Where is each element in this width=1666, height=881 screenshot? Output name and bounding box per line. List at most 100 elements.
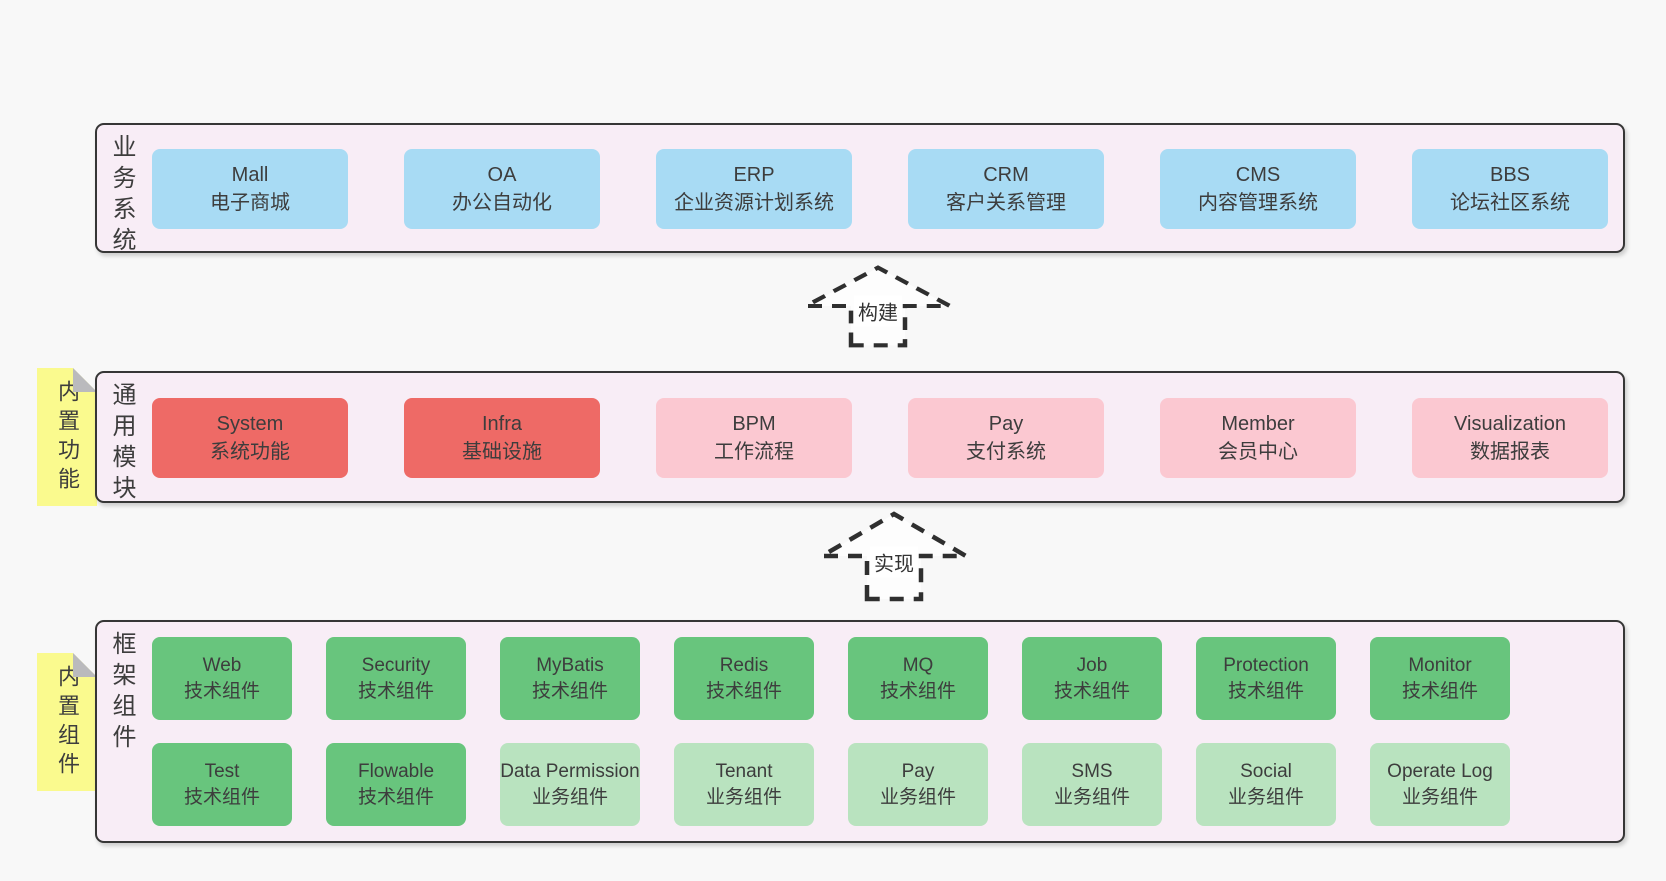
box-test-title: Test	[204, 760, 240, 782]
box-security-title: Security	[361, 654, 431, 676]
box-visualization-title: Visualization	[1454, 413, 1566, 435]
box-mall: Mall 电子商城	[152, 149, 348, 229]
band-business-systems-label: 业务系统	[108, 134, 135, 258]
box-bbs-subtitle: 论坛社区系统	[1450, 192, 1570, 214]
box-monitor-subtitle: 技术组件	[1401, 680, 1478, 702]
box-infra: Infra 基础设施	[404, 398, 600, 478]
business-systems-row: Mall 电子商城 OA 办公自动化 ERP 企业资源计划系统 CRM 客户关系…	[152, 149, 1608, 229]
box-erp-title: ERP	[733, 164, 775, 186]
box-operate-log: Operate Log 业务组件	[1370, 743, 1510, 826]
box-infra-subtitle: 基础设施	[462, 441, 542, 463]
box-crm-title: CRM	[983, 164, 1029, 186]
box-test-subtitle: 技术组件	[183, 786, 260, 808]
box-cms: CMS 内容管理系统	[1160, 149, 1356, 229]
framework-components-row-1: Web 技术组件 Security 技术组件 MyBatis 技术组件 Redi…	[152, 637, 1510, 720]
note-built-in-features-label: 内置功能	[55, 380, 80, 496]
box-pay-module: Pay 支付系统	[908, 398, 1104, 478]
note-fold-icon	[73, 368, 97, 392]
box-bbs: BBS 论坛社区系统	[1412, 149, 1608, 229]
arrow-implement-label: 实现	[870, 546, 918, 578]
box-infra-title: Infra	[481, 413, 523, 435]
box-visualization: Visualization 数据报表	[1412, 398, 1608, 478]
box-cms-subtitle: 内容管理系统	[1198, 192, 1318, 214]
box-mq: MQ 技术组件	[848, 637, 988, 720]
box-redis: Redis 技术组件	[674, 637, 814, 720]
box-crm: CRM 客户关系管理	[908, 149, 1104, 229]
box-web-title: Web	[202, 654, 242, 676]
box-job-title: Job	[1076, 654, 1108, 676]
box-mybatis-subtitle: 技术组件	[531, 680, 608, 702]
box-sms-title: SMS	[1071, 760, 1113, 782]
box-operate-log-title: Operate Log	[1387, 760, 1493, 782]
box-tenant: Tenant 业务组件	[674, 743, 814, 826]
box-bpm-subtitle: 工作流程	[714, 441, 794, 463]
box-flowable-title: Flowable	[357, 760, 435, 782]
box-oa: OA 办公自动化	[404, 149, 600, 229]
box-mall-title: Mall	[231, 164, 269, 186]
box-member-title: Member	[1221, 413, 1295, 435]
box-security: Security 技术组件	[326, 637, 466, 720]
box-erp-subtitle: 企业资源计划系统	[674, 192, 834, 214]
arrow-build-label: 构建	[854, 295, 902, 327]
box-mybatis-title: MyBatis	[536, 654, 604, 676]
box-pay-module-title: Pay	[988, 413, 1024, 435]
box-flowable: Flowable 技术组件	[326, 743, 466, 826]
box-mq-title: MQ	[902, 654, 934, 676]
box-flowable-subtitle: 技术组件	[357, 786, 434, 808]
framework-components-row-2: Test 技术组件 Flowable 技术组件 Data Permission …	[152, 743, 1510, 826]
box-tenant-subtitle: 业务组件	[705, 786, 782, 808]
box-oa-title: OA	[487, 164, 517, 186]
box-erp: ERP 企业资源计划系统	[656, 149, 852, 229]
box-member: Member 会员中心	[1160, 398, 1356, 478]
box-sms-subtitle: 业务组件	[1053, 786, 1130, 808]
box-mybatis: MyBatis 技术组件	[500, 637, 640, 720]
box-member-subtitle: 会员中心	[1218, 441, 1298, 463]
box-security-subtitle: 技术组件	[357, 680, 434, 702]
box-job-subtitle: 技术组件	[1053, 680, 1130, 702]
box-social-subtitle: 业务组件	[1227, 786, 1304, 808]
box-mq-subtitle: 技术组件	[879, 680, 956, 702]
band-framework-components-label: 框架组件	[108, 631, 135, 755]
box-sms: SMS 业务组件	[1022, 743, 1162, 826]
box-redis-title: Redis	[719, 654, 769, 676]
box-tenant-title: Tenant	[715, 760, 773, 782]
box-redis-subtitle: 技术组件	[705, 680, 782, 702]
box-web: Web 技术组件	[152, 637, 292, 720]
box-pay-module-subtitle: 支付系统	[966, 441, 1046, 463]
note-built-in-components: 内置组件	[37, 653, 97, 791]
box-protection-subtitle: 技术组件	[1227, 680, 1304, 702]
band-common-modules-label: 通用模块	[108, 382, 135, 506]
band-common-modules: 通用模块 System 系统功能 Infra 基础设施 BPM 工作流程 Pay…	[95, 371, 1625, 506]
box-data-permission-subtitle: 业务组件	[531, 786, 608, 808]
box-job: Job 技术组件	[1022, 637, 1162, 720]
box-system: System 系统功能	[152, 398, 348, 478]
box-monitor: Monitor 技术组件	[1370, 637, 1510, 720]
box-social-title: Social	[1240, 760, 1292, 782]
arrow-build: 构建	[798, 264, 958, 348]
box-cms-title: CMS	[1235, 164, 1281, 186]
box-data-permission: Data Permission 业务组件	[500, 743, 640, 826]
box-mall-subtitle: 电子商城	[210, 192, 290, 214]
note-built-in-components-label: 内置组件	[55, 665, 80, 781]
box-oa-subtitle: 办公自动化	[452, 192, 552, 214]
box-web-subtitle: 技术组件	[183, 680, 260, 702]
box-visualization-subtitle: 数据报表	[1470, 441, 1550, 463]
box-monitor-title: Monitor	[1408, 654, 1472, 676]
box-system-subtitle: 系统功能	[210, 441, 290, 463]
box-data-permission-title: Data Permission	[500, 760, 640, 782]
box-pay-component-subtitle: 业务组件	[879, 786, 956, 808]
note-built-in-features: 内置功能	[37, 368, 97, 506]
band-framework-components: 框架组件 Web 技术组件 Security 技术组件 MyBatis 技术组件…	[95, 620, 1625, 843]
box-operate-log-subtitle: 业务组件	[1401, 786, 1478, 808]
band-business-systems: 业务系统 Mall 电子商城 OA 办公自动化 ERP 企业资源计划系统 CRM…	[95, 123, 1625, 258]
box-bbs-title: BBS	[1489, 164, 1531, 186]
box-protection-title: Protection	[1223, 654, 1309, 676]
box-pay-component-title: Pay	[901, 760, 935, 782]
note-fold-icon	[73, 653, 97, 677]
box-bpm-title: BPM	[732, 413, 776, 435]
box-crm-subtitle: 客户关系管理	[946, 192, 1066, 214]
box-system-title: System	[216, 413, 284, 435]
common-modules-row: System 系统功能 Infra 基础设施 BPM 工作流程 Pay 支付系统…	[152, 398, 1608, 478]
box-social: Social 业务组件	[1196, 743, 1336, 826]
arrow-implement: 实现	[814, 510, 974, 602]
